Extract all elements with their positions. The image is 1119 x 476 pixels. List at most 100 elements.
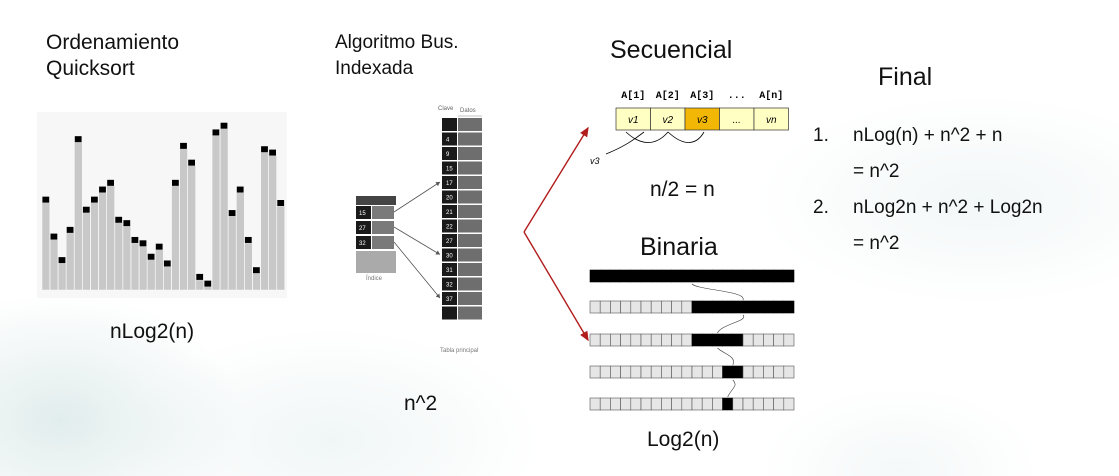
quicksort-bar-marker [196, 273, 204, 280]
indexada-title-line1: Algoritmo Bus. [335, 32, 459, 53]
binaria-cell [773, 333, 785, 347]
binaria-cell [589, 397, 601, 411]
binaria-cell [732, 269, 744, 283]
binaria-cell [671, 269, 683, 283]
main-data-cell [458, 132, 482, 146]
binaria-cell [650, 333, 662, 347]
quicksort-bar-marker [204, 280, 212, 287]
clave-label: Clave [438, 106, 454, 112]
binaria-cell [712, 269, 723, 283]
index-footer-cell [356, 251, 396, 273]
binaria-cell [701, 397, 713, 411]
binaria-cell [783, 269, 795, 283]
quicksort-bar [114, 222, 123, 291]
binaria-cell [752, 365, 764, 379]
binaria-complexity-text: Log2(n) [647, 428, 720, 451]
binaria-cell [752, 333, 764, 347]
binaria-cell [773, 397, 785, 411]
comparison-arc-2 [667, 131, 705, 143]
binaria-cell [661, 365, 672, 379]
binaria-cell [589, 333, 601, 347]
binaria-cell [691, 397, 703, 411]
final-item-2-number: 2. [813, 197, 829, 218]
main-data-cell [458, 147, 482, 160]
final-item-1: 1.nLog(n) + n^2 + n [813, 118, 1043, 154]
binaria-cell [763, 397, 774, 411]
binaria-cell [640, 300, 652, 314]
quicksort-bar-marker [188, 159, 195, 166]
binaria-cell [681, 333, 693, 347]
binaria-cell [763, 269, 774, 283]
binaria-cell [599, 300, 611, 314]
binaria-cell [722, 269, 734, 283]
index-key-cell [356, 206, 371, 219]
binaria-cell [752, 269, 764, 283]
array-cell-value: v2 [662, 115, 673, 126]
secuencial-title: Secuencial [610, 36, 733, 64]
binaria-cell [650, 269, 662, 283]
binaria-cell [742, 333, 754, 347]
main-key-value: 15 [446, 167, 453, 173]
binaria-cell [630, 397, 642, 411]
quicksort-bar [163, 266, 172, 291]
quicksort-bar [187, 165, 196, 291]
quicksort-title-line1: Ordenamiento [46, 31, 180, 54]
binaria-cell [712, 397, 723, 411]
quicksort-bar [122, 225, 132, 291]
binaria-cell [701, 300, 713, 314]
binaria-cell [763, 300, 774, 314]
quicksort-bar [228, 215, 237, 291]
main-table-caption: Tabla principal [440, 348, 478, 354]
main-key-cell [442, 132, 457, 146]
quicksort-title: Ordenamiento Quicksort [46, 30, 179, 82]
binaria-cell [599, 269, 611, 283]
array-label: A[3] [690, 90, 714, 102]
quicksort-bar [49, 239, 59, 291]
binaria-cell [681, 300, 693, 314]
binaria-cell [681, 365, 693, 379]
binaria-cell [732, 300, 744, 314]
main-key-cell [442, 176, 457, 189]
binaria-rows [589, 269, 795, 411]
index-key-value: 32 [359, 241, 366, 247]
quicksort-bar [90, 202, 99, 291]
array-label: A[n] [759, 90, 783, 102]
binaria-cell [650, 365, 662, 379]
index-arrow [393, 241, 441, 299]
quicksort-bar-marker [91, 196, 98, 203]
binaria-cell [681, 397, 693, 411]
main-data-cell [458, 248, 482, 262]
quicksort-bar [82, 212, 91, 291]
quicksort-bar-marker [131, 236, 139, 243]
main-key-value: 21 [446, 210, 453, 216]
binaria-cell [783, 365, 795, 379]
binaria-cell [752, 300, 764, 314]
binaria-cell [712, 365, 723, 379]
binaria-cell [742, 269, 754, 283]
main-data-cell [458, 190, 482, 204]
main-key-cell [442, 118, 457, 131]
arrow-to-binaria [523, 231, 589, 342]
quicksort-bar [41, 202, 51, 291]
binaria-cell [712, 300, 723, 314]
binaria-cell [742, 300, 754, 314]
quicksort-bar-marker [236, 186, 244, 193]
binaria-cell [681, 269, 693, 283]
quicksort-bar-marker [163, 260, 171, 267]
quicksort-bar [203, 286, 213, 291]
main-data-cell [458, 234, 482, 247]
quicksort-bar-marker [115, 216, 123, 223]
index-pointer-cell [372, 236, 394, 249]
quicksort-bar-marker [261, 146, 268, 153]
main-data-cell [458, 219, 482, 233]
final-item-1-result: = n^2 [853, 161, 900, 182]
main-key-cell [442, 161, 457, 175]
quicksort-bar-marker [50, 233, 58, 240]
binaria-cell [599, 397, 611, 411]
binaria-cell [640, 269, 652, 283]
quicksort-bar-marker [42, 196, 50, 203]
binaria-cell [773, 269, 785, 283]
index-key-cell [356, 221, 371, 234]
binaria-step-arrow [691, 283, 744, 301]
